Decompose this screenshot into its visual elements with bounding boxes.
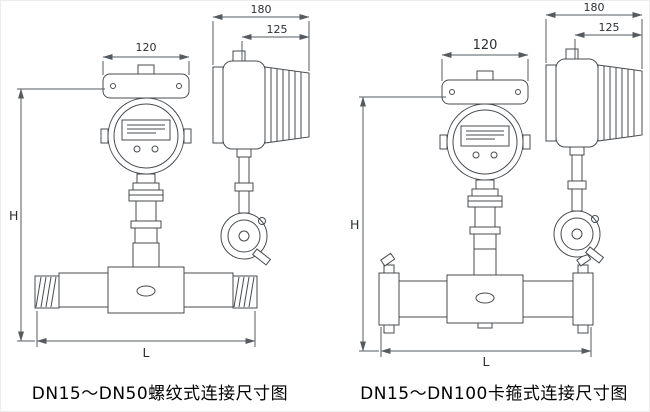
left-dim-head-width: 120	[136, 41, 157, 54]
left-dim-side-overall: 180	[251, 3, 272, 16]
right-dim-length: L	[483, 354, 490, 369]
left-dim-side-partial: 125	[267, 23, 288, 36]
right-dim-side-overall: 180	[584, 1, 605, 14]
right-dim-height: H	[350, 217, 359, 232]
left-meter-side-view	[212, 50, 310, 266]
right-meter-drawing: 120 H L 180 125	[350, 1, 643, 369]
right-dim-side-partial: 125	[599, 21, 620, 34]
left-dim-length: L	[143, 345, 150, 360]
left-drawing-caption: DN15～DN50螺纹式连接尺寸图	[31, 384, 289, 404]
right-dim-head-width: 120	[473, 38, 498, 53]
right-meter-front-view	[379, 70, 593, 333]
left-meter-front-view	[35, 64, 257, 313]
left-meter-drawing: 120 H L 180 125	[9, 3, 310, 360]
right-meter-side-view	[545, 48, 643, 264]
left-dimension-lines: 120 H L 180 125	[9, 3, 310, 360]
left-dim-height: H	[9, 208, 18, 223]
right-drawing-caption: DN15～DN100卡箍式连接尺寸图	[360, 384, 628, 404]
right-dimension-lines: 120 H L 180 125	[350, 1, 643, 369]
